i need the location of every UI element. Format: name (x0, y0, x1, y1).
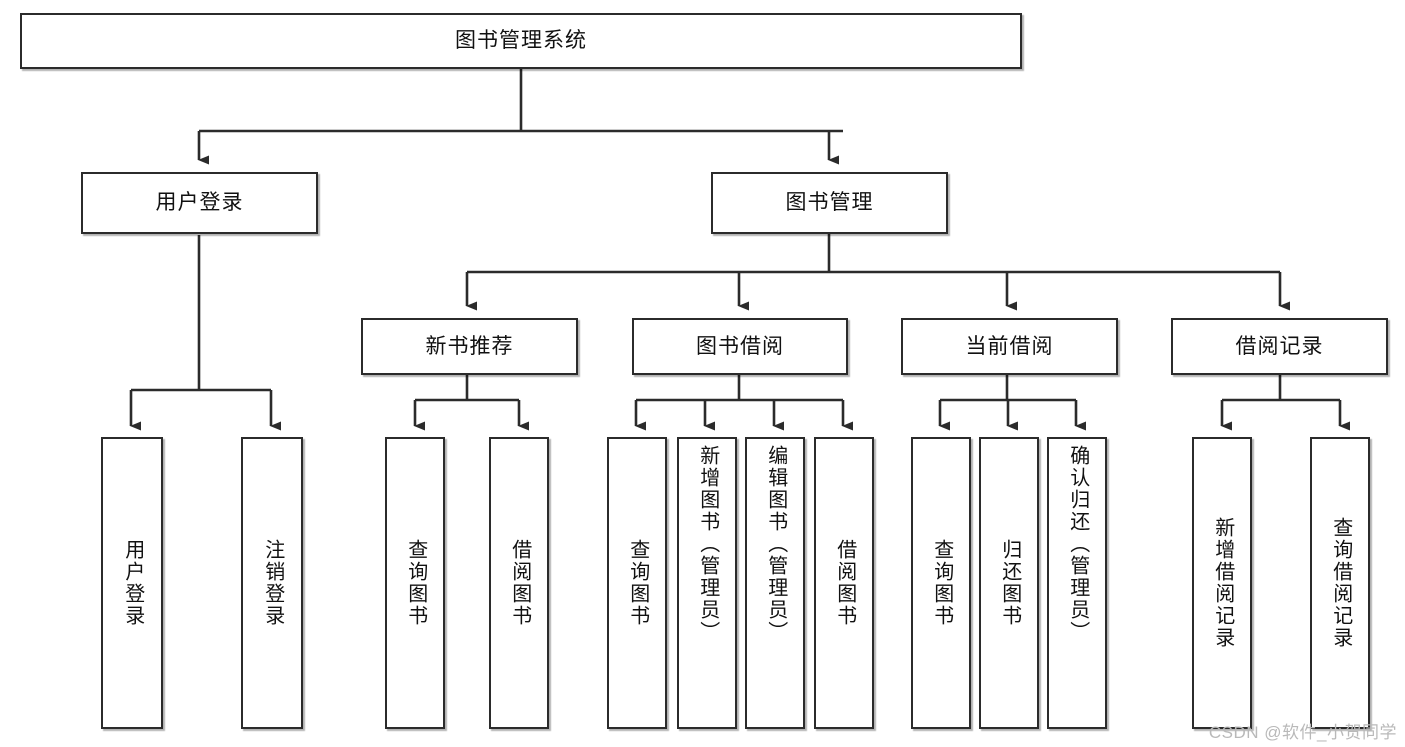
node-new-book-rec[interactable]: 新书推荐 (361, 318, 578, 375)
node-book-manage-label: 图书管理 (785, 191, 874, 215)
node-leaf-borrow-book-2-label: 借阅图书 (833, 539, 856, 627)
node-leaf-borrow-book-2[interactable]: 借阅图书 (814, 437, 874, 729)
node-leaf-query-record-label: 查询借阅记录 (1329, 517, 1352, 649)
node-leaf-query-record[interactable]: 查询借阅记录 (1310, 437, 1370, 729)
node-root[interactable]: 图书管理系统 (20, 13, 1022, 69)
node-book-borrow-label: 图书借阅 (696, 334, 784, 358)
node-leaf-logout[interactable]: 注销登录 (241, 437, 303, 729)
node-leaf-add-record-label: 新增借阅记录 (1211, 517, 1234, 649)
node-new-book-rec-label: 新书推荐 (425, 334, 514, 358)
node-leaf-borrow-book-1[interactable]: 借阅图书 (489, 437, 549, 729)
csdn-watermark: CSDN @软件_小贺同学 (1208, 723, 1397, 742)
node-leaf-edit-book-label: 编辑图书（管理员） (764, 445, 787, 643)
node-leaf-edit-book[interactable]: 编辑图书（管理员） (745, 437, 805, 729)
node-leaf-query-book-3-label: 查询图书 (930, 539, 953, 627)
node-leaf-user-login-label: 用户登录 (121, 539, 144, 627)
node-book-borrow[interactable]: 图书借阅 (632, 318, 848, 375)
node-user-login-label: 用户登录 (155, 191, 244, 215)
node-leaf-query-book-1[interactable]: 查询图书 (385, 437, 445, 729)
node-borrow-record-label: 借阅记录 (1235, 334, 1324, 358)
node-leaf-borrow-book-1-label: 借阅图书 (508, 539, 531, 627)
node-current-borrow-label: 当前借阅 (965, 334, 1054, 358)
node-leaf-return-book-label: 归还图书 (998, 539, 1021, 627)
node-leaf-confirm-return-label: 确认归还（管理员） (1066, 445, 1089, 643)
node-leaf-logout-label: 注销登录 (261, 539, 284, 627)
node-current-borrow[interactable]: 当前借阅 (901, 318, 1118, 375)
node-leaf-query-book-3[interactable]: 查询图书 (911, 437, 971, 729)
node-leaf-user-login[interactable]: 用户登录 (101, 437, 163, 729)
node-borrow-record[interactable]: 借阅记录 (1171, 318, 1388, 375)
node-user-login[interactable]: 用户登录 (81, 172, 318, 234)
node-leaf-return-book[interactable]: 归还图书 (979, 437, 1039, 729)
node-leaf-confirm-return[interactable]: 确认归还（管理员） (1047, 437, 1107, 729)
node-leaf-query-book-2[interactable]: 查询图书 (607, 437, 667, 729)
node-leaf-add-record[interactable]: 新增借阅记录 (1192, 437, 1252, 729)
node-leaf-query-book-2-label: 查询图书 (626, 539, 649, 627)
node-leaf-query-book-1-label: 查询图书 (404, 539, 427, 627)
node-leaf-add-book[interactable]: 新增图书（管理员） (677, 437, 737, 729)
node-root-label: 图书管理系统 (455, 29, 587, 53)
node-book-manage[interactable]: 图书管理 (711, 172, 948, 234)
node-leaf-add-book-label: 新增图书（管理员） (696, 445, 719, 643)
